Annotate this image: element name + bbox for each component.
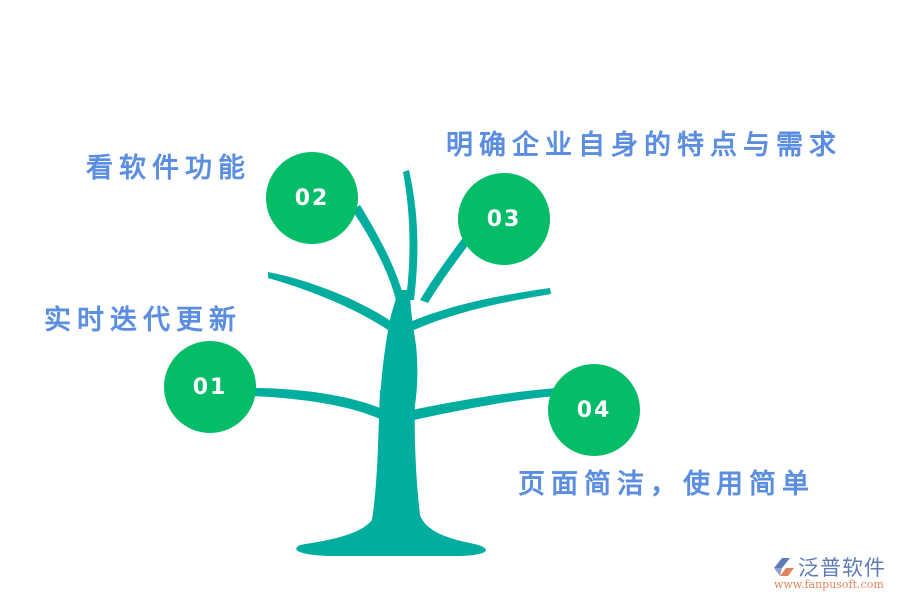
brand-logo-icon bbox=[774, 558, 794, 576]
node-03: 03 bbox=[458, 173, 550, 265]
node-number: 01 bbox=[192, 374, 228, 400]
watermark-brand: 泛普软件 bbox=[798, 556, 886, 580]
watermark-logo: 泛普软件 www.fanpusoft.com bbox=[766, 552, 896, 596]
node-04: 04 bbox=[548, 364, 640, 456]
node-02: 02 bbox=[266, 152, 358, 244]
tree-trunk bbox=[296, 390, 487, 556]
node-number: 04 bbox=[576, 397, 612, 423]
label-01: 实时迭代更新 bbox=[44, 305, 242, 336]
node-01: 01 bbox=[164, 341, 256, 433]
label-04: 页面简洁，使用简单 bbox=[518, 469, 815, 500]
label-03: 明确企业自身的特点与需求 bbox=[446, 130, 842, 161]
node-number: 02 bbox=[294, 185, 330, 211]
watermark-url: www.fanpusoft.com bbox=[774, 578, 884, 591]
label-02: 看软件功能 bbox=[86, 153, 251, 184]
node-number: 03 bbox=[486, 206, 522, 232]
